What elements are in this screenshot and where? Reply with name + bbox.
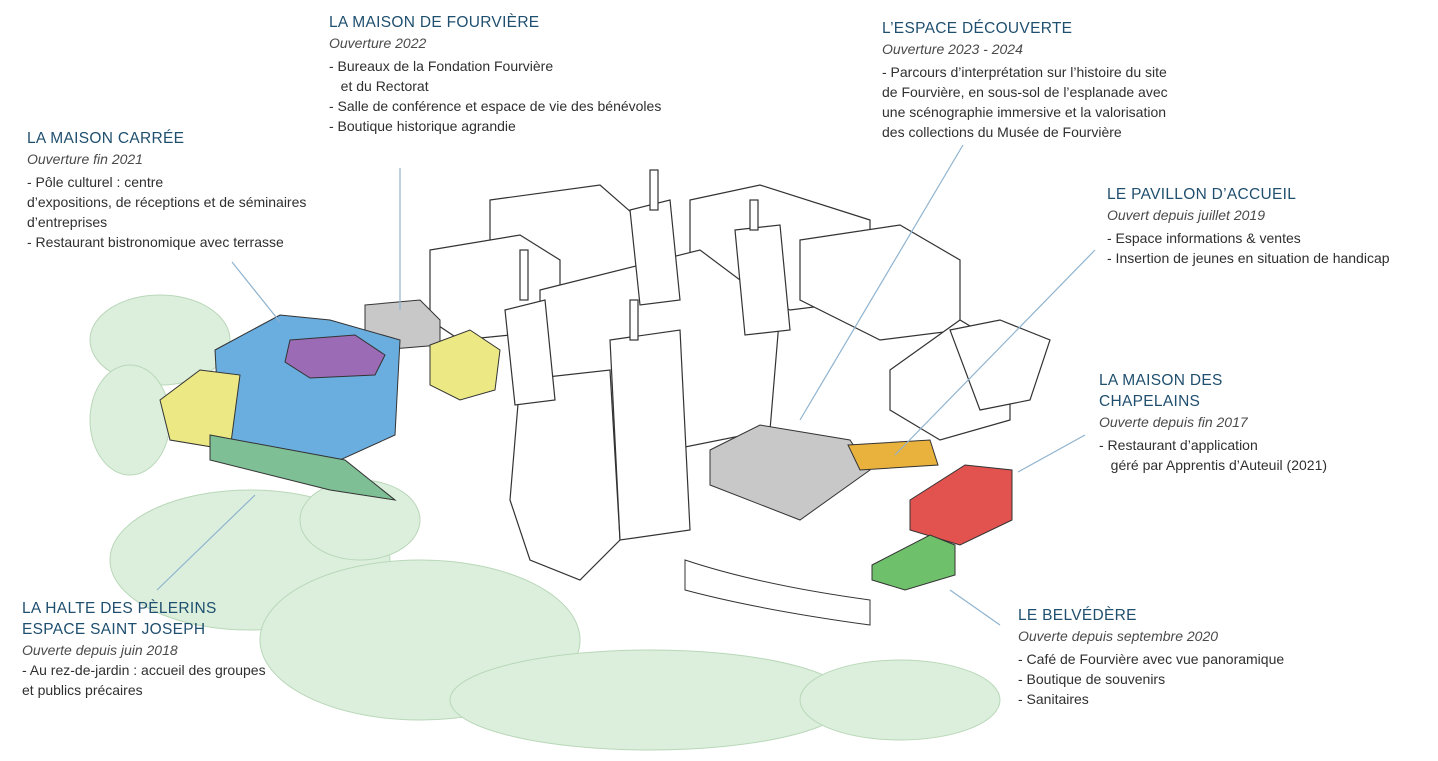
callout-maison-fourviere: LA MAISON DE FOURVIÈRE Ouverture 2022 - …: [329, 12, 661, 136]
callout-title: LE BELVÉDÈRE: [1018, 607, 1137, 624]
callout-belvedere: LE BELVÉDÈRE Ouverte depuis septembre 20…: [1018, 605, 1284, 709]
callout-espace-decouverte: L’ESPACE DÉCOUVERTE Ouverture 2023 - 202…: [882, 18, 1168, 142]
callout-line: - Restaurant d’application: [1099, 437, 1258, 453]
callout-maison-chapelains: LA MAISON DES CHAPELAINS Ouverte depuis …: [1099, 370, 1327, 475]
callout-subtitle: Ouverture 2022: [329, 35, 427, 51]
callout-title: LA MAISON DES: [1099, 372, 1223, 389]
callout-subtitle: Ouverte depuis fin 2017: [1099, 414, 1248, 430]
callout-line: - Pôle culturel : centre: [27, 174, 164, 190]
callout-subtitle: Ouverture 2023 - 2024: [882, 41, 1023, 57]
maison-carree-roof: [284, 334, 386, 379]
callout-line: - Parcours d’interprétation sur l’histoi…: [882, 64, 1167, 80]
yellow-annex-left: [159, 369, 241, 451]
callout-line: - Café de Fourvière avec vue panoramique: [1018, 651, 1285, 667]
callout-subtitle: Ouverte depuis juin 2018: [22, 642, 178, 658]
callout-line: d’entreprises: [27, 214, 108, 230]
callout-subtitle: Ouverte depuis septembre 2020: [1018, 628, 1219, 644]
maison-chapelains-building: [909, 464, 1013, 546]
callout-title: CHAPELAINS: [1099, 393, 1201, 410]
callout-line: - Sanitaires: [1018, 691, 1089, 707]
callout-line: de Fourvière, en sous-sol de l’esplanade…: [882, 84, 1168, 100]
leader-lines: [156, 144, 1096, 626]
callout-title: L’ESPACE DÉCOUVERTE: [882, 20, 1073, 37]
callout-subtitle: Ouverture fin 2021: [27, 151, 143, 167]
yellow-annex-right: [429, 329, 501, 401]
callout-line: - Espace informations & ventes: [1107, 230, 1301, 246]
vegetation: [89, 294, 1001, 751]
callout-line: - Insertion de jeunes en situation de ha…: [1107, 250, 1390, 266]
callout-pavillon-accueil: LE PAVILLON D’ACCUEIL Ouvert depuis juil…: [1107, 184, 1390, 268]
callout-line: géré par Apprentis d’Auteuil (2021): [1099, 457, 1328, 473]
belvedere-building: [871, 534, 956, 591]
callout-line: et publics précaires: [22, 682, 143, 698]
callout-line: et du Rectorat: [329, 78, 429, 94]
callout-halte-pelerins: LA HALTE DES PÈLERINS ESPACE SAINT JOSEP…: [22, 598, 266, 700]
callout-line: - Boutique historique agrandie: [329, 118, 516, 134]
callout-line: d’expositions, de réceptions et de sémin…: [27, 194, 307, 210]
callout-title: LA MAISON CARRÉE: [27, 130, 185, 147]
callout-subtitle: Ouvert depuis juillet 2019: [1107, 207, 1265, 223]
esplanade-grey: [709, 424, 871, 521]
callout-line: - Bureaux de la Fondation Fourvière: [329, 58, 554, 74]
callout-maison-carree: LA MAISON CARRÉE Ouverture fin 2021 - Pô…: [27, 128, 306, 252]
pavillon-accueil-building: [847, 439, 939, 471]
callout-line: - Salle de conférence et espace de vie d…: [329, 98, 662, 114]
basilica: [504, 169, 791, 581]
maison-carree-building: [214, 314, 401, 461]
callout-line: des collections du Musée de Fourvière: [882, 124, 1122, 140]
belvedere-terrace: [684, 559, 871, 626]
halte-pelerins-building: [209, 434, 397, 501]
callout-title: LE PAVILLON D’ACCUEIL: [1107, 186, 1297, 203]
callout-line: - Boutique de souvenirs: [1018, 671, 1166, 687]
callout-line: - Au rez-de-jardin : accueil des groupes: [22, 662, 266, 678]
callout-title: LA MAISON DE FOURVIÈRE: [329, 14, 540, 31]
callout-line: une scénographie immersive et la valoris…: [882, 104, 1167, 120]
callout-title: LA HALTE DES PÈLERINS: [22, 600, 217, 617]
callout-line: - Restaurant bistronomique avec terrasse: [27, 234, 284, 250]
callout-title: ESPACE SAINT JOSEPH: [22, 621, 206, 638]
